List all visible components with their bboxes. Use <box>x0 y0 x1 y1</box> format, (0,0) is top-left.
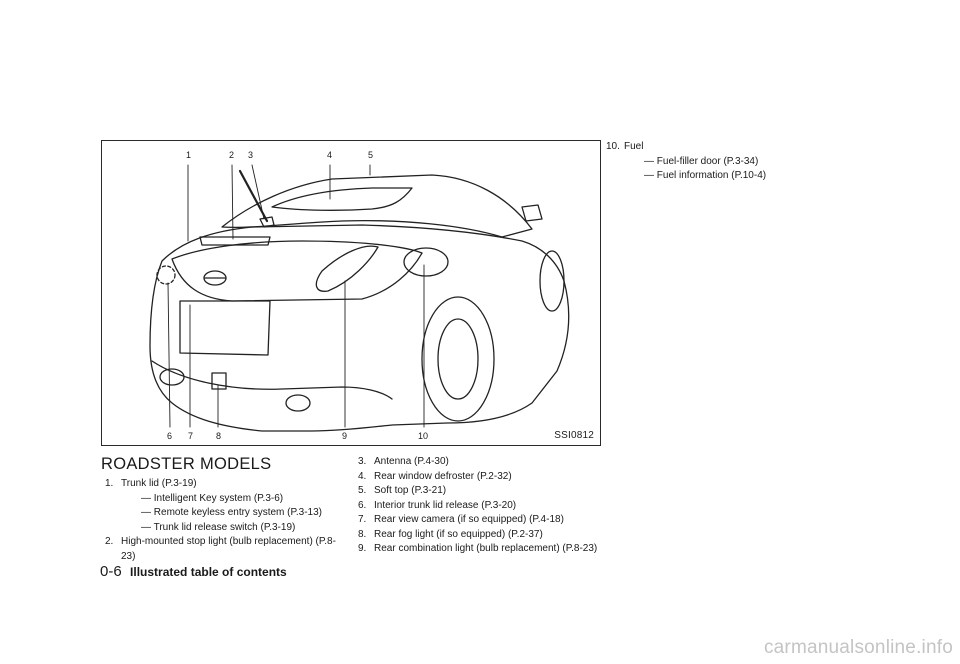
roadster-rear-drawing <box>149 164 570 432</box>
item-text: Trunk lid (P.3-19) <box>121 478 197 489</box>
legend-item-8: 8. Rear fog light (if so equipped) (P.2-… <box>358 528 598 543</box>
item-number: 8. <box>358 528 367 540</box>
interior-release-marker <box>156 265 176 285</box>
item-text: Soft top (P.3-21) <box>374 485 447 496</box>
trunk-lid <box>171 240 423 302</box>
item-number: 9. <box>358 543 367 554</box>
stop-light <box>199 236 271 246</box>
legend-item-6: 6. Interior trunk lid release (P.3-20) <box>358 499 598 514</box>
callout-7: 7 <box>188 431 194 441</box>
page-footer: 0-6 Illustrated table of contents <box>100 563 287 580</box>
callout-9: 9 <box>342 431 348 441</box>
item-number: 4. <box>358 470 367 482</box>
callout-6: 6 <box>167 431 173 441</box>
callout-1: 1 <box>186 150 192 160</box>
item-text: Rear view camera (if so equipped) (P.4-1… <box>374 514 564 525</box>
sub-item: Intelligent Key system (P.3-6) <box>121 492 345 507</box>
item-number: 1. <box>105 478 114 489</box>
item-number: 7. <box>358 514 367 525</box>
fuel-door <box>403 247 449 277</box>
rear-wheel <box>421 296 495 422</box>
callout-8: 8 <box>216 431 222 441</box>
legend-item-3: 3. Antenna (P.4-30) <box>358 455 598 470</box>
legend-item-5: 5. Soft top (P.3-21) <box>358 484 598 499</box>
exhaust-left <box>159 368 185 386</box>
item-text: Rear window defroster (P.2-32) <box>374 470 512 482</box>
watermark: carmanualsonline.info <box>763 637 953 658</box>
item-number: 6. <box>358 499 367 511</box>
item-text: Rear fog light (if so equipped) (P.2-37) <box>374 528 543 540</box>
item-text: High-mounted stop light (bulb replacemen… <box>121 536 336 562</box>
legend-item-7: 7. Rear view camera (if so equipped) (P.… <box>358 513 598 528</box>
front-wheel <box>539 250 565 312</box>
item-number: 5. <box>358 485 367 496</box>
rear-bumper <box>151 360 393 400</box>
callout-2: 2 <box>229 150 235 160</box>
sub-item: Trunk lid release switch (P.3-19) <box>121 521 345 536</box>
callout-10: 10 <box>418 431 429 441</box>
item-text: Interior trunk lid release (P.3-20) <box>374 499 517 511</box>
legend-column-3: 10. Fuel Fuel-filler door (P.3-34) Fuel … <box>606 140 846 184</box>
section-title: ROADSTER MODELS <box>101 455 272 473</box>
page-footer-title: Illustrated table of contents <box>130 565 287 579</box>
rear-window <box>271 187 413 211</box>
legend-item-2: 2. High-mounted stop light (bulb replace… <box>105 535 345 564</box>
item-number: 10. <box>606 141 620 152</box>
rear-combination-light <box>315 245 379 292</box>
legend-item-4: 4. Rear window defroster (P.2-32) <box>358 470 598 485</box>
sub-item: Fuel-filler door (P.3-34) <box>624 155 846 170</box>
sub-item: Fuel information (P.10-4) <box>624 169 846 184</box>
item-number: 3. <box>358 456 367 467</box>
figure-code: SSI0812 <box>554 430 594 441</box>
callout-5: 5 <box>368 150 374 160</box>
page-number: 0-6 <box>100 563 122 580</box>
legend-item-1: 1. Trunk lid (P.3-19) Intelligent Key sy… <box>105 477 345 535</box>
legend-item-10: 10. Fuel Fuel-filler door (P.3-34) Fuel … <box>606 140 846 184</box>
soft-top <box>221 174 533 238</box>
car-body <box>149 224 570 432</box>
exhaust-right <box>285 394 311 412</box>
callout-3: 3 <box>248 150 254 160</box>
legend-column-2: 3. Antenna (P.4-30) 4. Rear window defro… <box>358 455 598 557</box>
legend-column-1: 1. Trunk lid (P.3-19) Intelligent Key sy… <box>105 477 345 564</box>
item-text: Rear combination light (bulb replacement… <box>374 543 598 554</box>
item-text: Fuel <box>624 141 644 152</box>
vehicle-illustration: 1 2 3 4 5 6 7 8 9 10 SSI0812 <box>101 140 601 446</box>
item-number: 2. <box>105 536 114 547</box>
callout-4: 4 <box>327 150 333 160</box>
license-recess <box>179 300 271 356</box>
side-mirror <box>521 204 543 222</box>
item-text: Antenna (P.4-30) <box>374 456 449 467</box>
legend-item-9: 9. Rear combination light (bulb replacem… <box>358 542 598 557</box>
sub-item: Remote keyless entry system (P.3-13) <box>121 506 345 521</box>
